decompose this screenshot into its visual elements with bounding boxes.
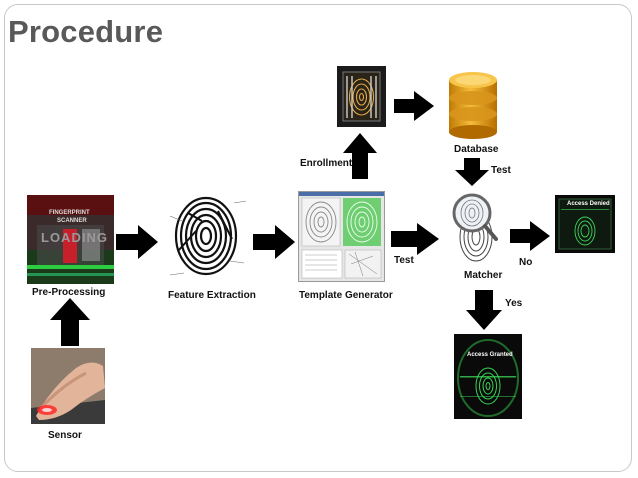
arrow-database-to-matcher — [455, 158, 489, 186]
arrow-preprocessing-to-feature — [116, 225, 158, 259]
arrow-matcher-to-denied — [510, 221, 550, 251]
access-denied-image: Access Denied — [555, 195, 615, 253]
preprocessing-label: Pre-Processing — [32, 287, 106, 298]
access-granted-image: Access Granted — [454, 334, 522, 419]
matcher-image — [446, 189, 506, 268]
database-image — [442, 68, 504, 140]
enrollment-edge-label: Enrollment — [300, 158, 353, 169]
arrow-enrollment-to-database — [394, 91, 434, 121]
database-label: Database — [454, 144, 499, 155]
database-test-edge-label: Test — [491, 165, 511, 176]
slide-frame — [4, 4, 632, 472]
access-denied-screen-text: Access Denied — [567, 201, 610, 207]
arrow-feature-to-template — [253, 225, 295, 259]
yes-edge-label: Yes — [505, 298, 523, 309]
sensor-label: Sensor — [48, 430, 82, 441]
arrow-sensor-to-preprocessing — [50, 298, 90, 346]
slide-title: Procedure — [8, 14, 164, 49]
matcher-label: Matcher — [464, 270, 503, 281]
no-edge-label: No — [519, 257, 533, 268]
arrow-template-to-enrollment — [343, 133, 377, 179]
enrollment-image — [337, 66, 386, 127]
preprocessing-screen-line3: LOADING — [41, 230, 108, 245]
preprocessing-screen-line1: FINGERPRINT — [49, 210, 90, 216]
feature-extraction-image — [168, 191, 248, 283]
template-test-edge-label: Test — [394, 255, 414, 266]
preprocessing-screen-line2: SCANNER — [57, 218, 87, 224]
arrow-matcher-to-granted — [466, 290, 502, 330]
preprocessing-image: FINGERPRINT SCANNER LOADING — [27, 195, 114, 284]
sensor-image — [31, 348, 105, 424]
template-generator-label: Template Generator — [299, 290, 393, 301]
access-granted-screen-text: Access Granted — [467, 352, 513, 358]
arrow-template-to-matcher — [391, 223, 439, 255]
template-generator-image — [298, 191, 385, 282]
feature-extraction-label: Feature Extraction — [168, 290, 256, 301]
